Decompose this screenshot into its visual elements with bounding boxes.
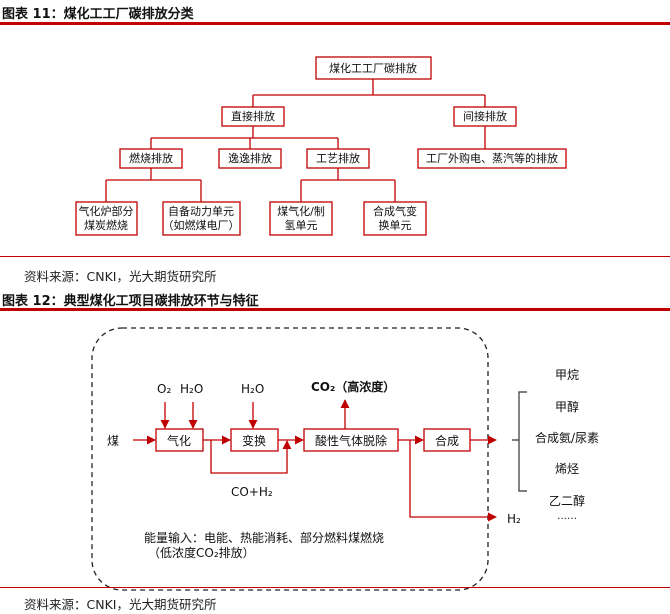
figure-12-source: 资料来源：CNKI，光大期货研究所 <box>24 597 217 612</box>
label-o2: O₂ <box>157 382 171 396</box>
node-purchased <box>417 148 567 169</box>
label-direct: 直接排放 <box>231 109 275 123</box>
label-energy-input: 能量输入：电能、热能消耗、部分燃料煤燃烧 <box>144 530 384 545</box>
label-synthgas-2: 换单元 <box>379 218 412 232</box>
node-synthgas <box>363 201 427 236</box>
node-root <box>315 56 432 80</box>
node-gasifier <box>75 201 138 236</box>
figure-12-bottom-rule <box>0 587 670 588</box>
label-co-h2: CO+H₂ <box>231 485 273 499</box>
label-h2o-1: H₂O <box>180 382 203 396</box>
label-coalgas-2: 氢单元 <box>285 218 318 232</box>
product-ethylene-glycol: 乙二醇 <box>549 493 585 508</box>
label-h2o-2: H₂O <box>241 382 264 396</box>
product-ellipsis: …… <box>557 511 577 522</box>
product-ammonia-urea: 合成氨/尿素 <box>535 430 599 445</box>
product-methane: 甲烷 <box>555 368 579 382</box>
product-methanol: 甲醇 <box>555 399 579 414</box>
label-low-co2: （低浓度CO₂排放） <box>148 545 255 560</box>
figure-12-title: 图表 12：典型煤化工项目碳排放环节与特征 <box>2 294 259 309</box>
label-gasifier-1: 气化炉部分 <box>79 204 134 218</box>
node-process <box>306 148 370 169</box>
label-synthesis: 合成 <box>435 433 459 448</box>
label-synthgas-1: 合成气变 <box>373 204 417 218</box>
plant-boundary <box>91 327 489 591</box>
label-combustion: 燃烧排放 <box>129 151 173 165</box>
node-selfpower <box>162 201 241 236</box>
node-coalgas <box>269 201 333 236</box>
arrow-shift-bypass <box>210 440 292 474</box>
figure-11-source: 资料来源：CNKI，光大期货研究所 <box>24 269 217 284</box>
label-shift: 变换 <box>242 433 266 448</box>
label-purchased: 工厂外购电、蒸汽等的排放 <box>426 151 558 165</box>
label-gasification: 气化 <box>167 433 191 448</box>
product-olefins: 烯烃 <box>555 462 579 476</box>
products-bracket <box>512 391 527 492</box>
label-acid-gas-removal: 酸性气体脱除 <box>315 433 387 448</box>
label-fugitive: 逸逸排放 <box>228 151 272 165</box>
node-indirect <box>453 106 517 127</box>
label-selfpower-2: （如燃煤电厂） <box>163 218 240 232</box>
label-selfpower-1: 自备动力单元 <box>168 204 234 218</box>
node-fugitive <box>218 148 282 169</box>
label-gasifier-2: 煤炭燃烧 <box>84 218 128 232</box>
label-coal: 煤 <box>107 434 119 448</box>
label-indirect: 间接排放 <box>463 109 507 123</box>
figure-12-rule <box>0 308 670 311</box>
label-process: 工艺排放 <box>316 151 360 165</box>
figure-11-bottom-rule <box>0 256 670 257</box>
node-combustion <box>119 148 183 169</box>
label-coalgas-1: 煤气化/制 <box>277 204 325 218</box>
label-co2-high: CO₂（高浓度） <box>311 379 395 394</box>
label-h2-out: H₂ <box>507 512 521 526</box>
figure-11-title: 图表 11：煤化工工厂碳排放分类 <box>2 7 194 22</box>
carbon-emission-tree: 煤化工工厂碳排放 直接排放 间接排放 燃烧排放 逸逸排放 工艺排放 工厂外购电、… <box>75 56 567 236</box>
figure-11-rule <box>0 22 670 25</box>
arrow-h2-out <box>409 440 497 522</box>
label-root: 煤化工工厂碳排放 <box>329 61 417 75</box>
node-direct <box>221 106 285 127</box>
process-flow-diagram: 煤 O₂ H₂O H₂O CO₂（高浓度） 气化 变换 酸性气体脱除 合成 CO… <box>91 327 599 591</box>
